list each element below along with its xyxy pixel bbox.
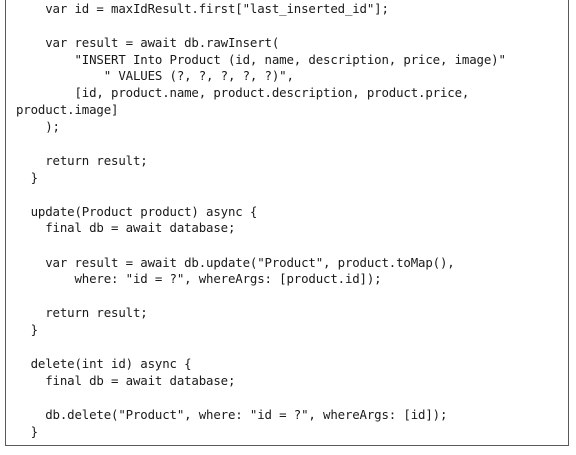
code-line: return result;	[16, 153, 148, 168]
code-line: " VALUES (?, ?, ?, ?, ?)",	[16, 68, 294, 83]
code-line: var result = await db.rawInsert(	[16, 35, 280, 50]
code-line: }	[16, 322, 38, 337]
code-line: var result = await db.update("Product", …	[16, 255, 455, 270]
code-line: db.delete("Product", where: "id = ?", wh…	[16, 407, 448, 422]
code-line: }	[16, 424, 38, 439]
code-listing-frame: var id = maxIdResult.first["last_inserte…	[5, 0, 569, 446]
code-line: delete(int id) async {	[16, 356, 192, 371]
code-line: "INSERT Into Product (id, name, descript…	[16, 52, 506, 67]
code-line: update(Product product) async {	[16, 204, 258, 219]
code-line: product.image]	[16, 102, 119, 117]
code-line: }	[16, 170, 38, 185]
code-line: return result;	[16, 305, 148, 320]
code-line: where: "id = ?", whereArgs: [product.id]…	[16, 271, 382, 286]
code-line: final db = await database;	[16, 373, 236, 388]
code-line: [id, product.name, product.description, …	[16, 85, 470, 100]
code-line: final db = await database;	[16, 220, 236, 235]
code-line: var id = maxIdResult.first["last_inserte…	[16, 1, 389, 16]
code-line: );	[16, 119, 60, 134]
